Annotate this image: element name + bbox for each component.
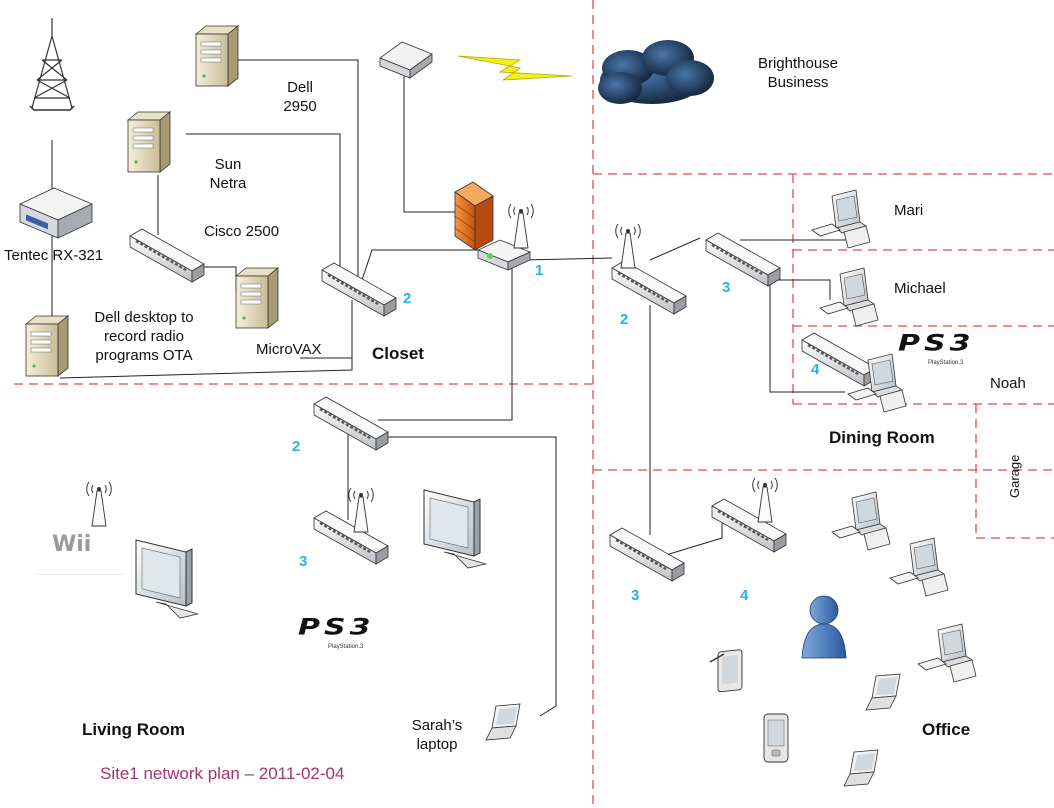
room-closet: Closet — [372, 344, 424, 363]
room-garage: Garage — [1007, 454, 1022, 498]
tablet-icon — [709, 649, 743, 693]
hop-number-living-switch: 2 — [292, 438, 301, 455]
hop-number-closet-switch: 2 — [403, 290, 412, 307]
wii-logo: Wii — [36, 516, 126, 575]
ps3-logo-text: PS3 — [298, 614, 375, 641]
radio-tower-icon — [29, 18, 75, 111]
hop-number-hub-switch: 2 — [620, 311, 629, 328]
sarah-laptop-label: Sarah’s laptop — [411, 717, 463, 753]
room-office: Office — [922, 720, 971, 739]
dell-2950-label: Dell 2950 — [283, 79, 317, 115]
user-icon — [801, 595, 847, 659]
hop-number-living-ap-switch: 3 — [299, 553, 308, 570]
cisco-2500-label: Cisco 2500 — [204, 223, 280, 240]
cisco-2500-icon — [128, 227, 206, 284]
router-antenna-icon — [508, 203, 534, 249]
hub-switch-icon — [610, 259, 688, 316]
hop-number-dining-switch: 3 — [722, 279, 731, 296]
office-pc-1-icon — [831, 491, 891, 551]
noah-label: Noah — [990, 375, 1026, 392]
mari-pc-icon — [811, 189, 871, 249]
dell-desktop-server-icon — [25, 315, 69, 377]
room-living: Living Room — [82, 720, 185, 739]
office-pc-3-icon — [917, 623, 977, 683]
mari-label: Mari — [894, 202, 924, 219]
diagram-caption: Site1 network plan – 2011-02-04 — [100, 764, 345, 783]
firewall-icon — [454, 181, 494, 251]
sun-netra-server-icon — [127, 111, 171, 173]
hub-antenna-icon — [615, 223, 641, 269]
sun-netra-label: Sun Netra — [209, 156, 247, 192]
office-laptop-2-icon — [843, 749, 879, 787]
cable-modem-icon — [379, 41, 433, 79]
tentec-receiver-icon — [19, 187, 93, 239]
sarah-laptop-icon — [485, 703, 521, 741]
router-icon — [476, 239, 532, 271]
wireless-link-icon — [457, 55, 573, 81]
dell-2950-server-icon — [195, 25, 239, 87]
living-ap-switch-icon — [312, 509, 390, 566]
room-boundaries — [14, 0, 1054, 808]
wii-logo-text: Wii — [52, 532, 92, 557]
office-pc-2-icon — [889, 537, 949, 597]
ps3-logo-subtext: PlayStation.3 — [328, 644, 364, 650]
ps3-logo-living: PS3 PlayStation.3 — [298, 614, 408, 658]
living-antenna-icon — [348, 487, 374, 533]
office-ap-switch-icon — [710, 497, 788, 554]
noah-switch-icon — [800, 331, 878, 388]
tentec-label: Tentec RX-321 — [4, 247, 104, 264]
ps3-logo-dining: PS3 PlayStation.3 — [898, 330, 1008, 374]
michael-pc-icon — [819, 267, 879, 327]
living-monitor-icon — [423, 489, 487, 569]
ps3-logo-text: PS3 — [898, 330, 975, 357]
office-switch-icon — [608, 526, 686, 583]
office-antenna-icon — [752, 477, 778, 523]
hop-number-router: 1 — [535, 262, 544, 279]
michael-label: Michael — [894, 280, 946, 297]
ps3-logo-subtext: PlayStation.3 — [928, 360, 964, 366]
living-switch-icon — [312, 395, 390, 452]
living-tv-icon — [135, 539, 199, 619]
internet-cloud-icon — [598, 40, 714, 104]
isp-label: Brighthouse Business — [757, 55, 839, 91]
office-laptop-1-icon — [865, 673, 901, 711]
hop-number-office-ap-switch: 4 — [740, 587, 749, 604]
smartphone-icon — [763, 713, 789, 763]
microvax-server-icon — [235, 267, 279, 329]
hop-number-noah-switch: 4 — [811, 361, 820, 378]
dell-desktop-label: Dell desktop to record radio programs OT… — [94, 309, 194, 364]
dining-switch-icon — [704, 231, 782, 288]
room-dining: Dining Room — [829, 428, 935, 447]
closet-switch-icon — [320, 261, 398, 318]
cables — [51, 59, 853, 717]
hop-number-office-switch: 3 — [631, 587, 640, 604]
microvax-label: MicroVAX — [256, 341, 322, 358]
